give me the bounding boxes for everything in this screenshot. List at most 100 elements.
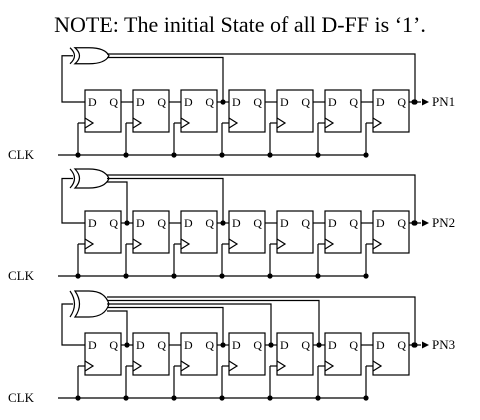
clock-label: CLK (8, 268, 35, 283)
clock-input-marker (228, 238, 239, 250)
clock-input-marker (132, 360, 143, 372)
dff-q-label: Q (205, 95, 214, 109)
xor-gate (69, 168, 110, 189)
tap-junction (412, 342, 418, 348)
dff-q-label: Q (349, 338, 358, 352)
dff-d-label: D (280, 216, 289, 230)
xor-body (73, 47, 110, 65)
dff-q-label: Q (253, 95, 262, 109)
feedback-tap-3 (107, 56, 224, 102)
dff-body (228, 332, 266, 376)
clock-input-marker (276, 117, 287, 129)
xor-body (73, 168, 110, 189)
dff-d-label: D (88, 95, 97, 109)
dff-body (276, 210, 314, 254)
dff-body (180, 332, 218, 376)
output-arrow (422, 98, 429, 106)
dff-body (180, 210, 218, 254)
dff-body (276, 89, 314, 133)
dff-q-label: Q (253, 216, 262, 230)
clock-input-marker (228, 117, 239, 129)
clock-input-marker (324, 117, 335, 129)
dff-q-label: Q (205, 216, 214, 230)
output-arrow (422, 341, 429, 349)
clock-input-marker (132, 238, 143, 250)
feedback-to-d1 (61, 303, 85, 346)
tap-junction (220, 220, 226, 226)
dff-d-label: D (328, 95, 337, 109)
dff-d-label: D (328, 338, 337, 352)
note-title: NOTE: The initial State of all D-FF is ‘… (54, 12, 426, 37)
xor-input-arc (69, 168, 76, 189)
dff-body (228, 210, 266, 254)
clock-input-marker (180, 238, 191, 250)
dff-q-label: Q (397, 95, 406, 109)
dff-q-label: Q (109, 95, 118, 109)
clock-input-marker (324, 238, 335, 250)
dff-d-label: D (376, 338, 385, 352)
dff-q-label: Q (157, 338, 166, 352)
dff-q-label: Q (349, 216, 358, 230)
dff-d-label: D (232, 338, 241, 352)
dff-body (372, 210, 410, 254)
output-label: PN1 (432, 94, 455, 109)
dff-q-label: Q (157, 95, 166, 109)
tap-junction (268, 342, 274, 348)
clock-input-marker (324, 360, 335, 372)
dff-q-label: Q (253, 338, 262, 352)
clock-input-marker (84, 238, 95, 250)
dff-body (324, 89, 362, 133)
dff-d-label: D (184, 338, 193, 352)
dff-body (180, 89, 218, 133)
tap-junction (220, 99, 226, 105)
dff-d-label: D (376, 216, 385, 230)
feedback-tap-3 (107, 177, 224, 223)
dff-q-label: Q (205, 338, 214, 352)
clock-input-marker (84, 117, 95, 129)
tap-junction (316, 342, 322, 348)
clock-label: CLK (8, 390, 35, 405)
dff-body (132, 332, 170, 376)
dff-q-label: Q (157, 216, 166, 230)
feedback-tap-7 (107, 296, 416, 345)
xor-input-arc (69, 47, 76, 65)
clock-input-marker (228, 360, 239, 372)
clock-input-marker (372, 117, 383, 129)
feedback-tap-7 (107, 174, 416, 223)
dff-d-label: D (280, 95, 289, 109)
dff-d-label: D (88, 338, 97, 352)
dff-d-label: D (232, 95, 241, 109)
clock-input-marker (276, 360, 287, 372)
feedback-tap-4 (107, 303, 272, 345)
clock-input-marker (132, 117, 143, 129)
dff-body (84, 89, 122, 133)
clock-input-marker (180, 360, 191, 372)
dff-body (84, 332, 122, 376)
dff-body (84, 210, 122, 254)
dff-d-label: D (136, 95, 145, 109)
output-label: PN2 (432, 215, 455, 230)
clock-input-marker (372, 238, 383, 250)
dff-body (372, 332, 410, 376)
tap-junction (412, 99, 418, 105)
dff-q-label: Q (349, 95, 358, 109)
dff-q-label: Q (301, 338, 310, 352)
